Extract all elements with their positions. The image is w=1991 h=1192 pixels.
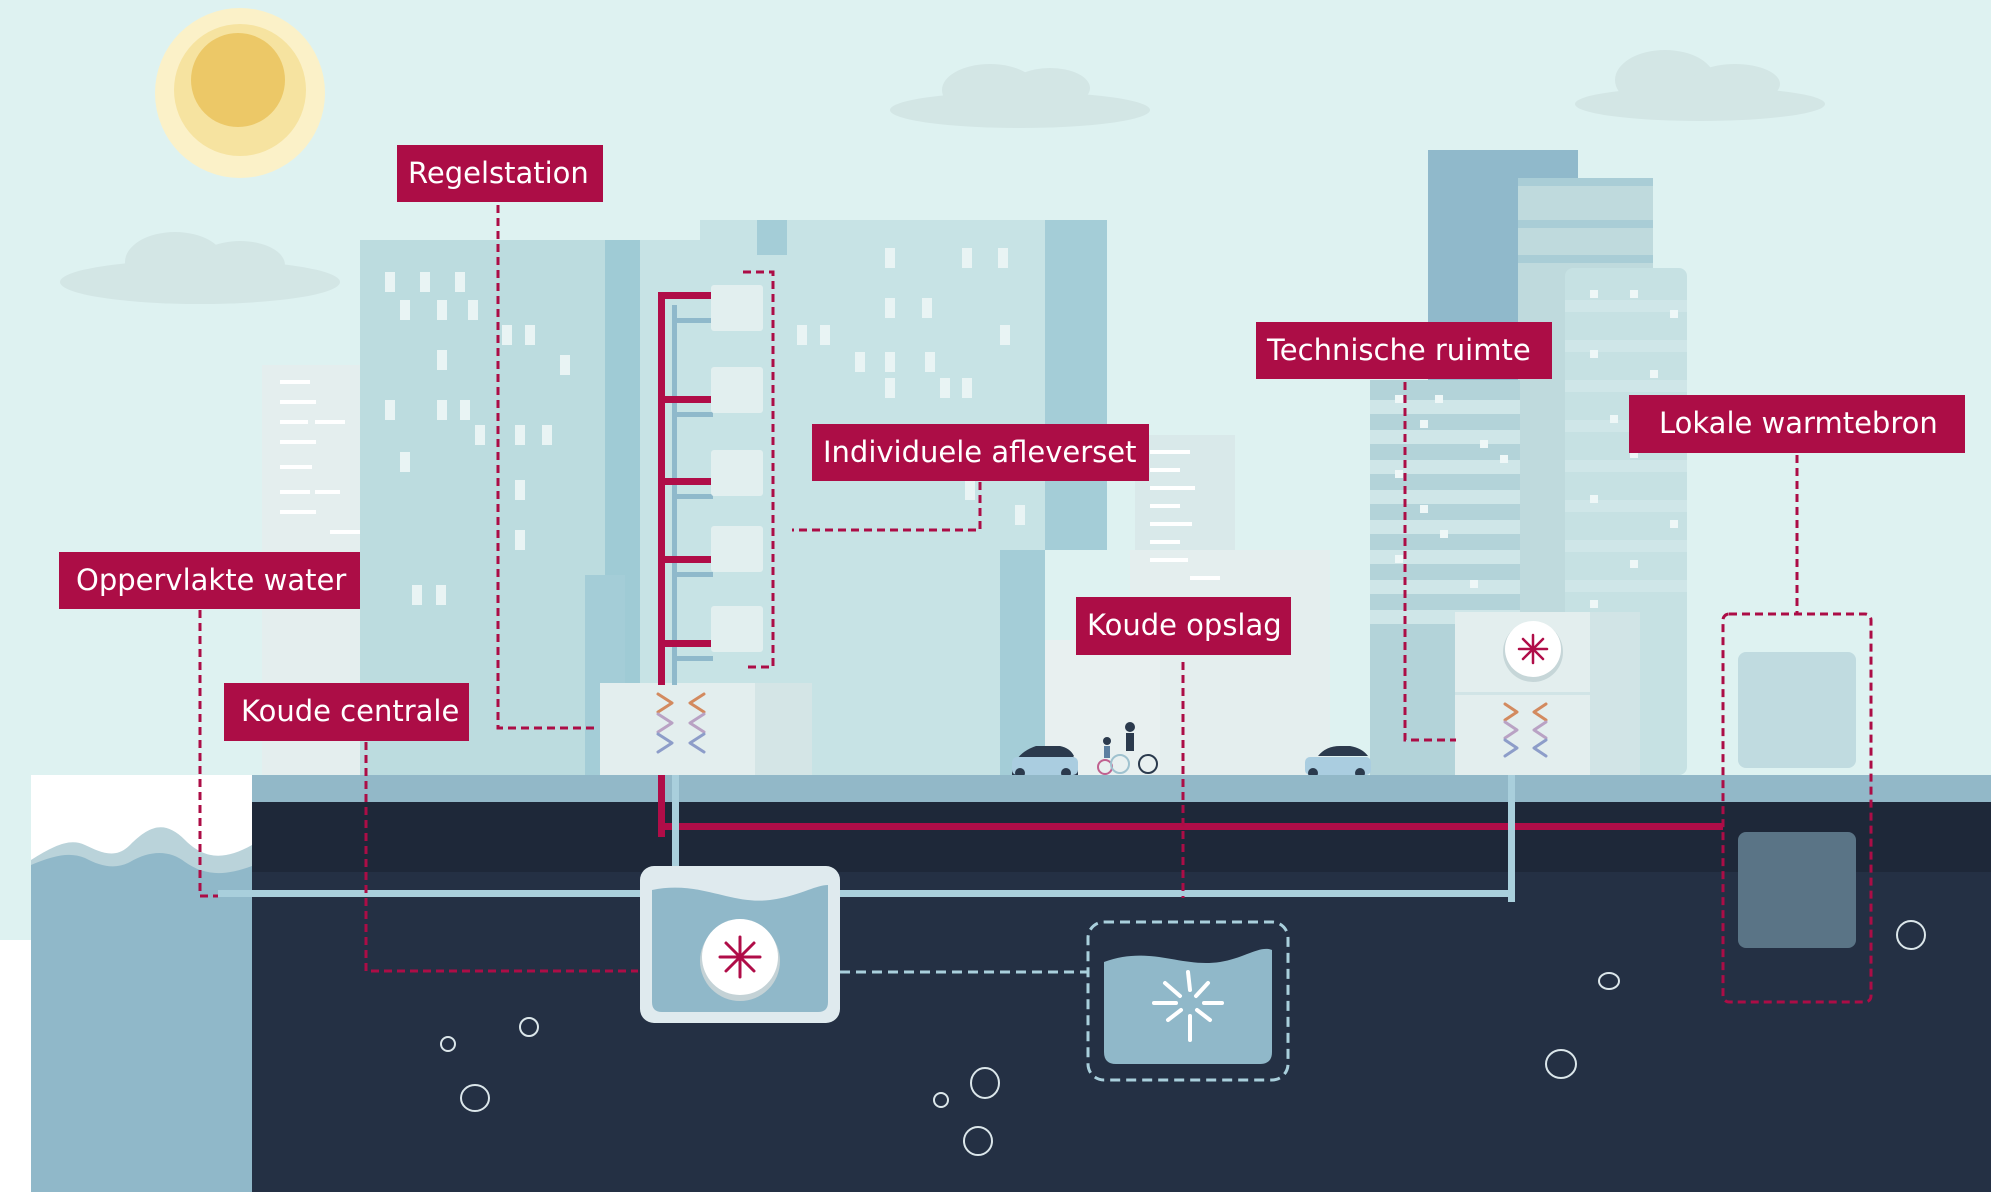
- cloud-icon: [60, 232, 340, 304]
- cold-storage-icon: [1086, 920, 1290, 1082]
- riser-pipes: [658, 270, 775, 685]
- label-lokale-warmtebron: Lokale warmtebron: [1629, 395, 1965, 453]
- heat-exchanger-icon: [1503, 702, 1548, 758]
- street: [252, 775, 1991, 802]
- sun-icon: [155, 8, 325, 178]
- ground-upper: [252, 802, 1991, 872]
- cloud-icon: [890, 64, 1150, 128]
- cold-central-unit: [640, 866, 840, 1023]
- cyclist-icon: [1097, 722, 1158, 775]
- technical-room: [1455, 612, 1640, 775]
- label-technische-ruimte: Technische ruimte: [1256, 322, 1552, 379]
- label-regelstation: Regelstation: [397, 145, 603, 202]
- underground-pipes: [218, 775, 1723, 902]
- pebbles: [440, 920, 1926, 1156]
- local-heat-source-underground: [1738, 832, 1856, 948]
- label-individuele-afleverset: Individuele afleverset: [812, 424, 1149, 481]
- local-heat-source-unit: [1738, 652, 1856, 768]
- surface-water: [31, 775, 252, 1192]
- cloud-icon: [1575, 50, 1825, 121]
- label-oppervlakte-water: Oppervlakte water: [59, 552, 360, 609]
- car-icon: [1012, 746, 1078, 778]
- label-koude-centrale: Koude centrale: [224, 683, 469, 741]
- heat-exchanger-icon: [600, 683, 812, 775]
- delivery-set-units: [711, 285, 763, 652]
- label-koude-opslag: Koude opslag: [1076, 597, 1291, 655]
- label-connectors: [198, 205, 1873, 1004]
